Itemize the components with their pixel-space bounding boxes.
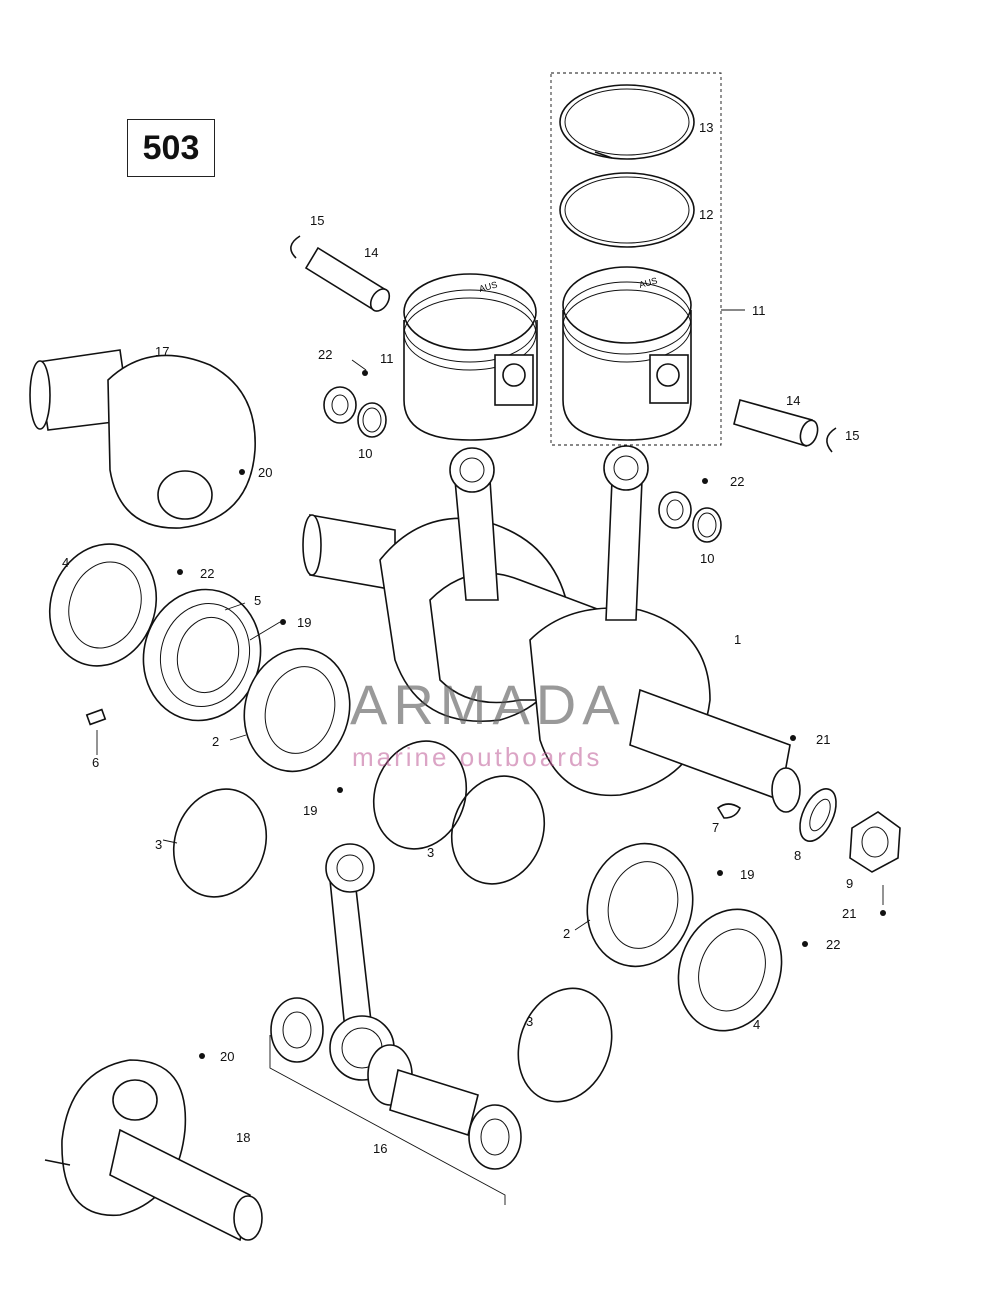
callout-14b: 14 bbox=[786, 393, 801, 408]
watermark-subtitle: marine outboards bbox=[352, 742, 603, 772]
callout-19b: 19 bbox=[303, 803, 318, 818]
needle-bearing-a bbox=[323, 386, 387, 438]
callout-22b: 22 bbox=[730, 474, 745, 489]
callout-3b: 3 bbox=[427, 845, 435, 860]
piston-kit-piston: AUS bbox=[562, 266, 692, 441]
callout-8: 8 bbox=[794, 848, 802, 863]
circlip-15b bbox=[826, 427, 837, 453]
callout-4b: 4 bbox=[753, 1017, 761, 1032]
callout-12: 12 bbox=[699, 207, 714, 222]
callout-9: 9 bbox=[846, 876, 854, 891]
o-ring-3b bbox=[372, 740, 468, 850]
callout-1: 1 bbox=[734, 632, 742, 647]
callout-22c: 22 bbox=[200, 566, 215, 581]
washer-8 bbox=[799, 788, 837, 842]
callout-6: 6 bbox=[92, 755, 100, 770]
callout-11-piston: 11 bbox=[380, 351, 394, 366]
callout-15a: 15 bbox=[310, 213, 325, 228]
callout-17: 17 bbox=[155, 344, 170, 359]
o-ring-3c bbox=[450, 775, 546, 885]
callout-10a: 10 bbox=[358, 446, 373, 461]
svg-text:AUS: AUS bbox=[478, 279, 498, 293]
wrist-pin-14a bbox=[304, 246, 391, 312]
piston-kit-group bbox=[550, 72, 722, 446]
watermark-title: ARMADA bbox=[350, 673, 626, 736]
callout-19a: 19 bbox=[297, 615, 312, 630]
callout-21a: 21 bbox=[816, 732, 831, 747]
nut-9 bbox=[849, 811, 901, 873]
model-number-box: 503 bbox=[127, 119, 215, 177]
callout-11-kit: 11 bbox=[752, 303, 766, 318]
callout-3a: 3 bbox=[155, 837, 163, 852]
callout-16: 16 bbox=[373, 1141, 388, 1156]
callout-3c: 3 bbox=[526, 1014, 534, 1029]
dowel-pin-6 bbox=[85, 708, 107, 726]
callout-2a: 2 bbox=[212, 734, 220, 749]
callout-19c: 19 bbox=[740, 867, 755, 882]
callout-10b: 10 bbox=[700, 551, 715, 566]
leader-lines bbox=[96, 309, 884, 931]
callout-7: 7 bbox=[712, 820, 720, 835]
o-ring-3a bbox=[172, 788, 268, 898]
woodruff-key-7 bbox=[716, 803, 741, 819]
callout-5: 5 bbox=[254, 593, 262, 608]
connecting-rod-kit-16 bbox=[269, 843, 522, 1205]
needle-bearing-b bbox=[658, 491, 722, 543]
callout-13: 13 bbox=[699, 120, 714, 135]
oil-seal-4b bbox=[677, 908, 783, 1032]
circlip-15a bbox=[290, 235, 301, 259]
ball-bearing-2a bbox=[243, 647, 351, 773]
callout-20b: 20 bbox=[220, 1049, 235, 1064]
callout-14a: 14 bbox=[364, 245, 379, 260]
ball-bearing-2b bbox=[586, 842, 694, 968]
callout-22a: 22 bbox=[318, 347, 333, 362]
callout-4a: 4 bbox=[62, 555, 70, 570]
callout-20a: 20 bbox=[258, 465, 273, 480]
crankshaft-half-17 bbox=[29, 349, 256, 529]
wrist-pin-14b bbox=[733, 399, 819, 448]
o-ring-3d bbox=[517, 987, 613, 1103]
crankshaft-assembly-1 bbox=[302, 445, 801, 813]
piston-ring-12 bbox=[559, 172, 695, 248]
grease-markers bbox=[177, 370, 886, 1059]
callout-22d: 22 bbox=[826, 937, 841, 952]
callout-15b: 15 bbox=[845, 428, 860, 443]
callout-21b: 21 bbox=[842, 906, 857, 921]
piston-ring-13 bbox=[559, 84, 695, 160]
crankshaft-half-18 bbox=[44, 1059, 263, 1242]
oil-seal-4a bbox=[48, 543, 158, 667]
callout-2b: 2 bbox=[563, 926, 571, 941]
piston: AUS bbox=[403, 273, 538, 441]
svg-text:AUS: AUS bbox=[638, 275, 658, 289]
callout-18: 18 bbox=[236, 1130, 251, 1145]
ball-bearing-5 bbox=[142, 588, 262, 722]
